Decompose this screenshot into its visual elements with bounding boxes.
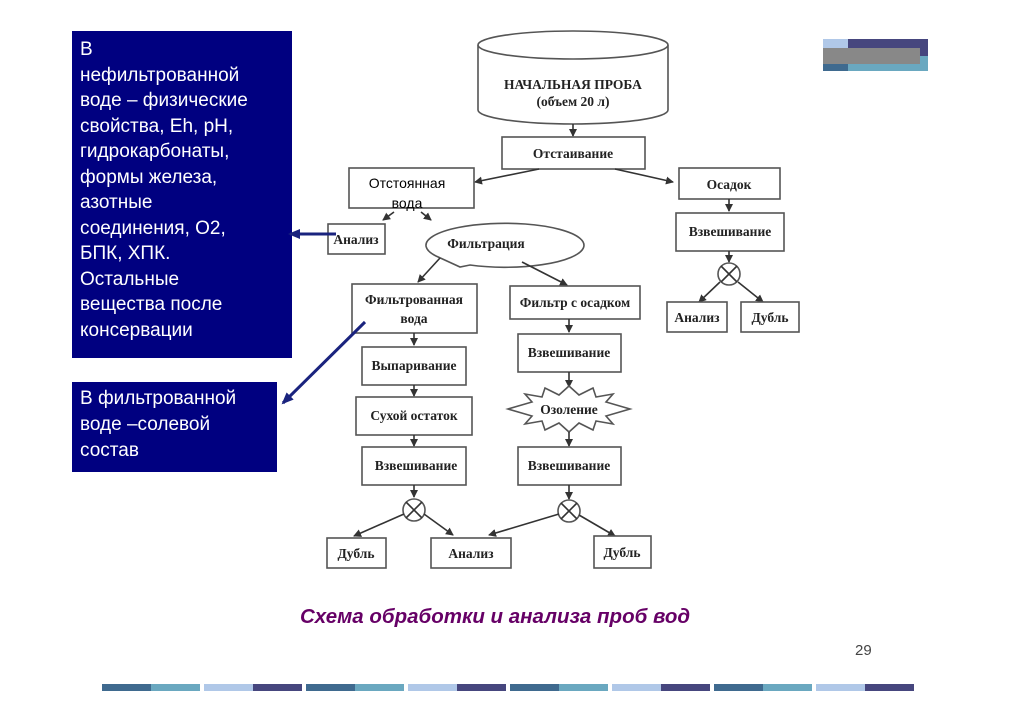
- node-filtered-water: Фильтрованная вода: [351, 283, 478, 334]
- ashing-label: Озоление: [540, 402, 598, 417]
- junction-left: [402, 498, 426, 522]
- sediment-analysis-label: Анализ: [674, 310, 720, 325]
- note-line: формы железа,: [80, 166, 218, 188]
- edge-filtration-filter: [521, 261, 568, 286]
- node-analysis-top: Анализ: [327, 223, 386, 255]
- junction-right: [557, 499, 581, 523]
- note-line: соединения, О2,: [80, 217, 226, 239]
- edge-settling-sediment: [614, 168, 674, 185]
- duplicate-left-label: Дубль: [338, 546, 375, 561]
- corner-logo: [823, 39, 928, 71]
- footer-segment: [102, 684, 200, 691]
- analysis-top-label: Анализ: [333, 232, 379, 247]
- node-weighing-right: Взвешивание: [517, 446, 622, 486]
- node-ashing: Озоление: [505, 384, 633, 434]
- page-number: 29: [855, 642, 872, 659]
- dry-residue-label: Сухой остаток: [370, 408, 457, 423]
- arrow-filtered-to-note2: [281, 320, 367, 405]
- initial-sample-title: НАЧАЛЬНАЯ ПРОБА: [504, 77, 642, 92]
- edge-junction-analysis: [698, 281, 721, 303]
- filtered-water-line2: вода: [400, 311, 427, 326]
- footer-segment: [408, 684, 506, 691]
- sediment-duplicate-label: Дубль: [752, 310, 789, 325]
- footer-segment: [714, 684, 812, 691]
- edge-junction-left-duplicate: [353, 513, 405, 537]
- settling-label: Отстаивание: [533, 146, 613, 161]
- evaporation-label: Выпаривание: [372, 358, 457, 373]
- weighing-left-label: Взвешивание: [375, 458, 457, 473]
- node-settling: Отстаивание: [501, 136, 646, 170]
- node-filtration: Фильтрация: [425, 222, 585, 269]
- settled-water-line1: Отстоянная: [369, 175, 446, 191]
- filter-weighing-label: Взвешивание: [528, 345, 610, 360]
- node-sediment: Осадок: [678, 167, 781, 200]
- note-line: консервации: [80, 319, 193, 341]
- analysis-bottom-label: Анализ: [448, 546, 494, 561]
- note-line: БПК, ХПК.: [80, 243, 171, 264]
- sediment-label: Осадок: [707, 177, 752, 192]
- footer-segment: [510, 684, 608, 691]
- settled-water-line2: вода: [392, 195, 423, 211]
- node-filter-with-sediment: Фильтр с осадком: [509, 285, 641, 320]
- footer-segment: [816, 684, 914, 691]
- edge-settling-water: [474, 168, 540, 185]
- edge-junction-right-analysis: [488, 513, 560, 537]
- note-line: В фильтрованной: [80, 388, 237, 409]
- edge-water-filtration: [420, 211, 432, 221]
- node-settled-water: Отстоянная вода: [348, 167, 475, 211]
- slide-caption: Схема обработки и анализа проб вод: [300, 605, 691, 628]
- note-line: вещества после: [80, 294, 223, 315]
- note-line: гидрокарбонаты,: [80, 141, 230, 162]
- note-line: Остальные: [80, 268, 180, 290]
- node-sediment-weighing: Взвешивание: [675, 212, 785, 252]
- filter-with-sediment-label: Фильтр с осадком: [520, 295, 630, 310]
- filtration-label: Фильтрация: [447, 236, 525, 251]
- edge-water-analysis: [382, 211, 395, 221]
- note-line: воде – физические: [80, 90, 248, 111]
- edge-junction-left-analysis: [423, 513, 454, 536]
- node-sediment-analysis: Анализ: [666, 301, 728, 333]
- edge-junction-duplicate: [737, 281, 764, 303]
- edge-filtration-filtered: [417, 257, 441, 283]
- initial-sample-volume: (объем 20 л): [536, 94, 609, 109]
- duplicate-right-label: Дубль: [604, 545, 641, 560]
- note-line: свойства, Eh, pH,: [80, 115, 234, 137]
- node-dry-residue: Сухой остаток: [355, 396, 473, 436]
- note-line: состав: [80, 440, 139, 461]
- note-line: В: [80, 39, 93, 60]
- junction-sediment: [717, 262, 741, 286]
- node-evaporation: Выпаривание: [361, 346, 467, 386]
- weighing-right-label: Взвешивание: [528, 458, 610, 473]
- footer-decoration: [102, 684, 917, 691]
- footer-segment: [204, 684, 302, 691]
- note-filtered-water: В фильтрованной воде –солевой состав: [72, 382, 277, 472]
- note-line: воде –солевой: [80, 414, 211, 435]
- footer-segment: [306, 684, 404, 691]
- node-filter-weighing: Взвешивание: [517, 333, 622, 373]
- note-line: азотные: [80, 192, 153, 213]
- node-duplicate-left: Дубль: [326, 537, 387, 569]
- node-sediment-duplicate: Дубль: [740, 301, 800, 333]
- filtered-water-line1: Фильтрованная: [365, 292, 463, 307]
- edge-junction-right-duplicate: [578, 514, 616, 537]
- footer-segment: [612, 684, 710, 691]
- node-weighing-left: Взвешивание: [361, 446, 467, 486]
- node-initial-sample: НАЧАЛЬНАЯ ПРОБА (объем 20 л): [477, 30, 669, 125]
- node-analysis-bottom: Анализ: [430, 537, 512, 569]
- note-line: нефильтрованной: [80, 64, 240, 86]
- sediment-weighing-label: Взвешивание: [689, 224, 771, 239]
- node-duplicate-right: Дубль: [593, 535, 652, 569]
